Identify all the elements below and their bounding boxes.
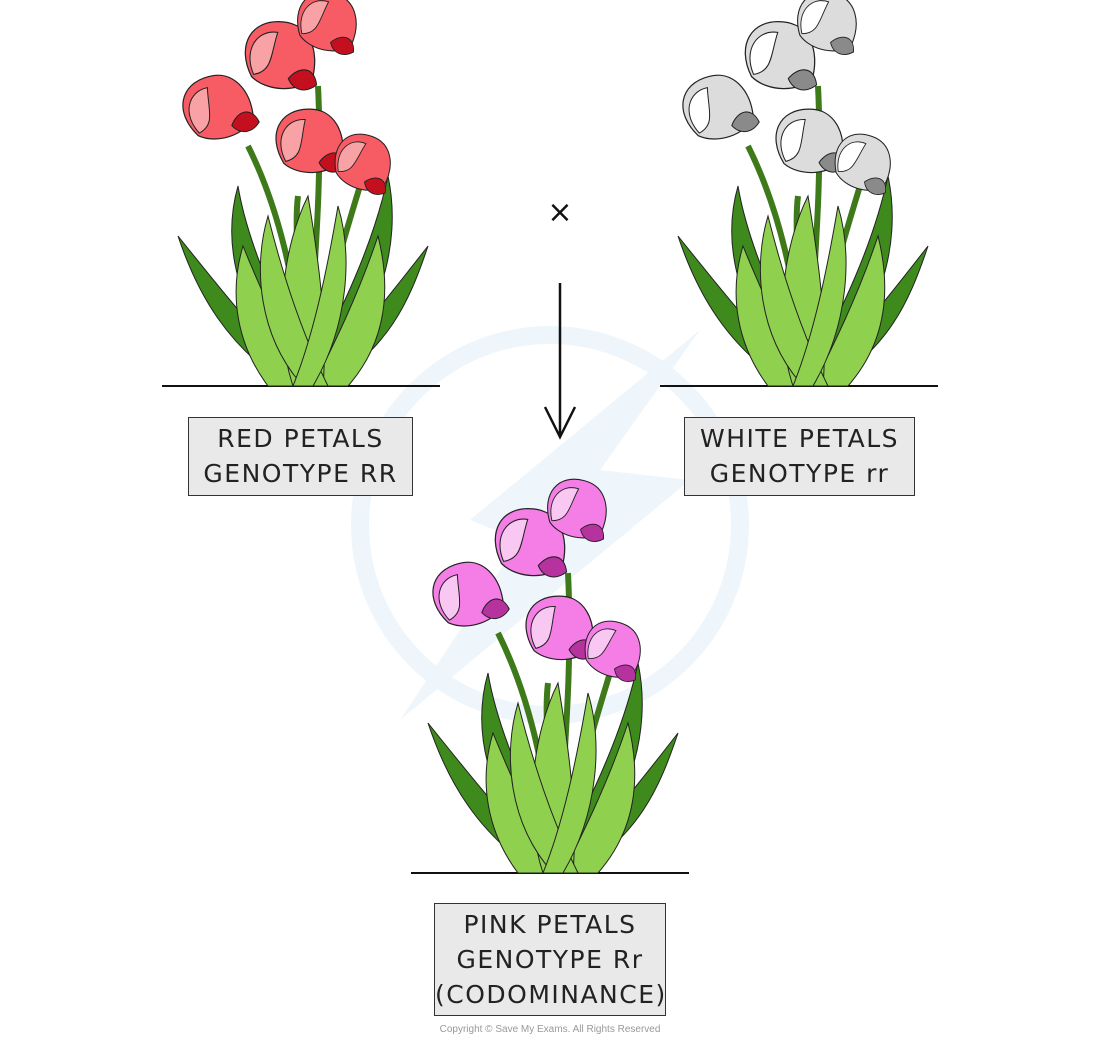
copyright-notice: Copyright © Save My Exams. All Rights Re…: [439, 1024, 661, 1035]
red-flower-head-5: [334, 133, 391, 195]
cross-symbol: ×: [547, 195, 573, 230]
red-flower-head-1: [182, 74, 260, 140]
down-arrow-icon: [543, 283, 577, 440]
red-flower-head-2: [244, 21, 318, 91]
pink-petals-genotype: GENOTYPE Rr: [456, 945, 644, 974]
white-flower-plant: [677, 0, 929, 387]
pink-flower-head-5: [584, 620, 641, 682]
pink-flower-head-2: [494, 508, 568, 578]
pink-flower-head-3: [547, 478, 607, 542]
white-petals-label: WHITE PETALS GENOTYPE rr: [684, 417, 915, 496]
red-petals-genotype: GENOTYPE RR: [203, 459, 398, 488]
white-flower-head-5: [834, 133, 891, 195]
red-flower-plant: [177, 0, 429, 387]
red-petals-label: RED PETALS GENOTYPE RR: [188, 417, 413, 496]
white-flower-head-3: [797, 0, 857, 55]
pink-flower-head-1: [432, 561, 510, 627]
pink-petals-inheritance: (CODOMINANCE): [435, 980, 667, 1009]
pink-petals-phenotype: PINK PETALS: [463, 910, 637, 939]
white-flower-head-1: [682, 74, 760, 140]
pink-petals-label: PINK PETALS GENOTYPE Rr (CODOMINANCE): [434, 903, 666, 1016]
pink-flower-plant: [427, 478, 679, 874]
red-petals-phenotype: RED PETALS: [217, 424, 384, 453]
red-flower-head-3: [297, 0, 357, 55]
white-petals-genotype: GENOTYPE rr: [709, 459, 890, 488]
white-petals-phenotype: WHITE PETALS: [699, 424, 899, 453]
white-flower-head-2: [744, 21, 818, 91]
